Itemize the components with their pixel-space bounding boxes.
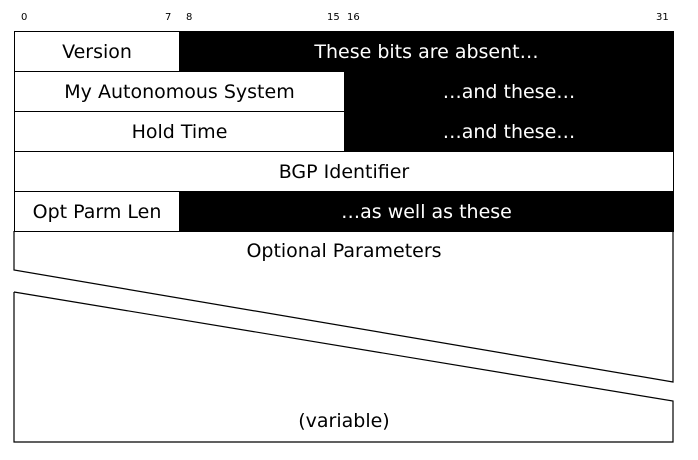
version-field: Version — [14, 31, 180, 72]
bgp-identifier-field: BGP Identifier — [14, 151, 674, 192]
absent-bits-row-3: …and these… — [344, 111, 674, 152]
bit-label-16: 16 — [347, 12, 360, 23]
optional-parameters-label: Optional Parameters — [246, 240, 442, 262]
absent-bits-row-5: …as well as these — [179, 191, 674, 232]
bit-label-8: 8 — [186, 12, 193, 23]
my-autonomous-system-field: My Autonomous System — [14, 71, 345, 112]
bit-label-0: 0 — [21, 12, 28, 23]
hold-time-field: Hold Time — [14, 111, 345, 152]
bit-label-15: 15 — [327, 12, 340, 23]
absent-bits-row-2: …and these… — [344, 71, 674, 112]
opt-parm-len-field: Opt Parm Len — [14, 191, 180, 232]
optional-parameters-upper-outline — [13, 231, 674, 383]
variable-length-label: (variable) — [298, 410, 390, 432]
absent-bits-row-1: These bits are absent… — [179, 31, 674, 72]
bit-label-31: 31 — [656, 12, 669, 23]
optional-parameters-lower-outline — [13, 291, 674, 443]
bit-label-7: 7 — [165, 12, 172, 23]
